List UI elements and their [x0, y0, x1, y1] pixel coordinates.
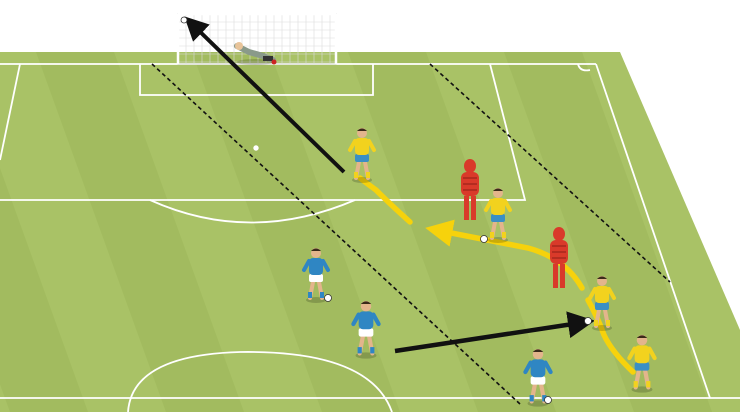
zone-line-right [429, 63, 671, 283]
dribble-right-arrow [357, 175, 413, 225]
mannequin-right [550, 227, 568, 288]
mannequin-middle [461, 159, 479, 220]
player-passer-bottom [351, 300, 381, 359]
ball-in-goal [180, 16, 188, 24]
players [302, 128, 657, 407]
drill-arrows [184, 16, 636, 375]
penalty-spot [253, 145, 259, 151]
center-circle [127, 351, 393, 412]
dribble-finish-arrow [585, 297, 636, 375]
goalkeeper [234, 42, 277, 65]
ball-left [324, 294, 332, 302]
dribble-middle-arrow [425, 219, 585, 291]
balls [180, 16, 592, 404]
player-runner-bottom-right [627, 334, 657, 393]
pitch-stripe [504, 52, 712, 412]
pitch-stripe [0, 52, 88, 412]
six-yard-box [139, 64, 374, 96]
left-touchline [0, 63, 21, 161]
player-shooter [348, 128, 376, 183]
player-support-left [302, 248, 330, 303]
ball-right [584, 317, 592, 325]
pitch-stripe [192, 52, 400, 412]
right-touchline [595, 63, 711, 399]
player-support-bottom [523, 348, 553, 407]
penalty-arc [149, 199, 356, 224]
penalty-area [0, 63, 527, 201]
player-dribbler-middle [484, 188, 512, 243]
ball-middle [480, 235, 488, 243]
pitch-stripe [36, 52, 244, 412]
zone-lines [151, 63, 671, 405]
ball-bottom [544, 396, 552, 404]
pass-arrow [394, 311, 595, 354]
shot-arrow [184, 16, 346, 174]
player-receiver-right [588, 276, 616, 331]
corner-arc [577, 63, 591, 72]
